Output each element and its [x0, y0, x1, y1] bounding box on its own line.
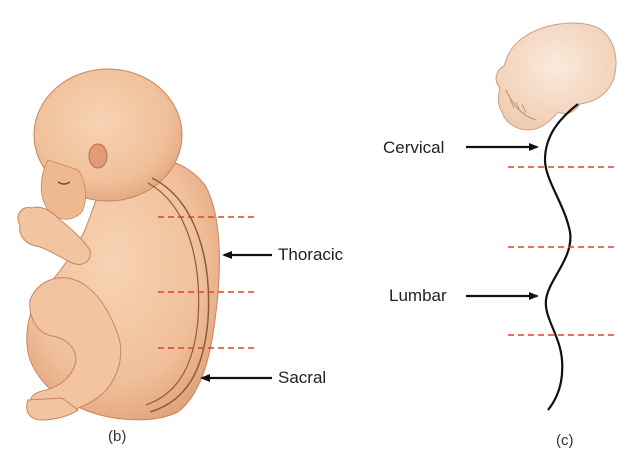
- sacral-label: Sacral: [278, 368, 326, 388]
- panel-c-caption: (c): [556, 432, 574, 449]
- skull-figure: [496, 23, 616, 130]
- lumbar-label: Lumbar: [389, 286, 447, 306]
- fetus-ear: [89, 144, 107, 168]
- spine-region-dividers: [508, 167, 617, 335]
- fetus-figure: [18, 69, 219, 420]
- panel-b-caption: (b): [108, 428, 126, 445]
- fetus-arm: [18, 207, 90, 264]
- thoracic-label: Thoracic: [278, 245, 343, 265]
- skull: [496, 23, 616, 130]
- adult-spine: [545, 104, 578, 410]
- cervical-label: Cervical: [383, 138, 444, 158]
